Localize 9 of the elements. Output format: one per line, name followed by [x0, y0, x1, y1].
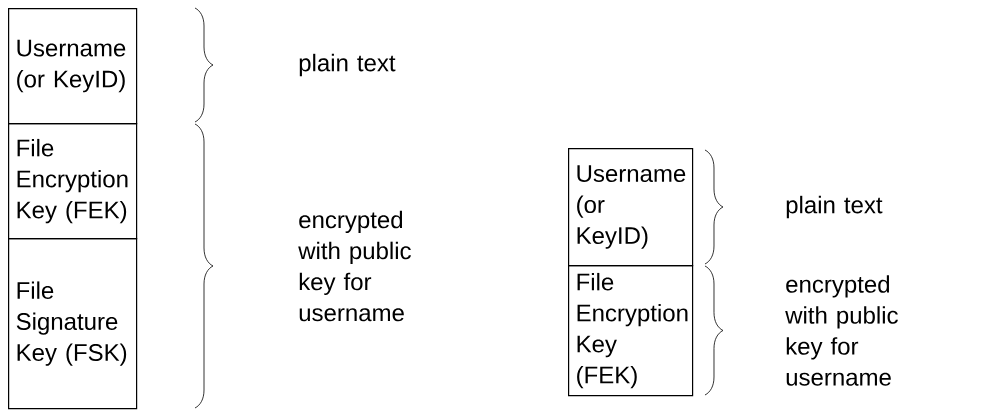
text-box: Username (or KeyID) — [568, 148, 694, 267]
text-box: File Encryption Key (FEK) — [8, 123, 138, 240]
brace-label: plain text — [299, 53, 396, 77]
text-box: File Encryption Key (FEK) — [568, 265, 694, 397]
text-box: File Signature Key (FSK) — [8, 238, 138, 410]
brace-label: encrypted with public key for username — [785, 275, 898, 386]
text-box: Username (or KeyID) — [8, 8, 138, 125]
brace-label: encrypted with public key for username — [298, 210, 411, 322]
brace-label: plain text — [786, 195, 883, 219]
